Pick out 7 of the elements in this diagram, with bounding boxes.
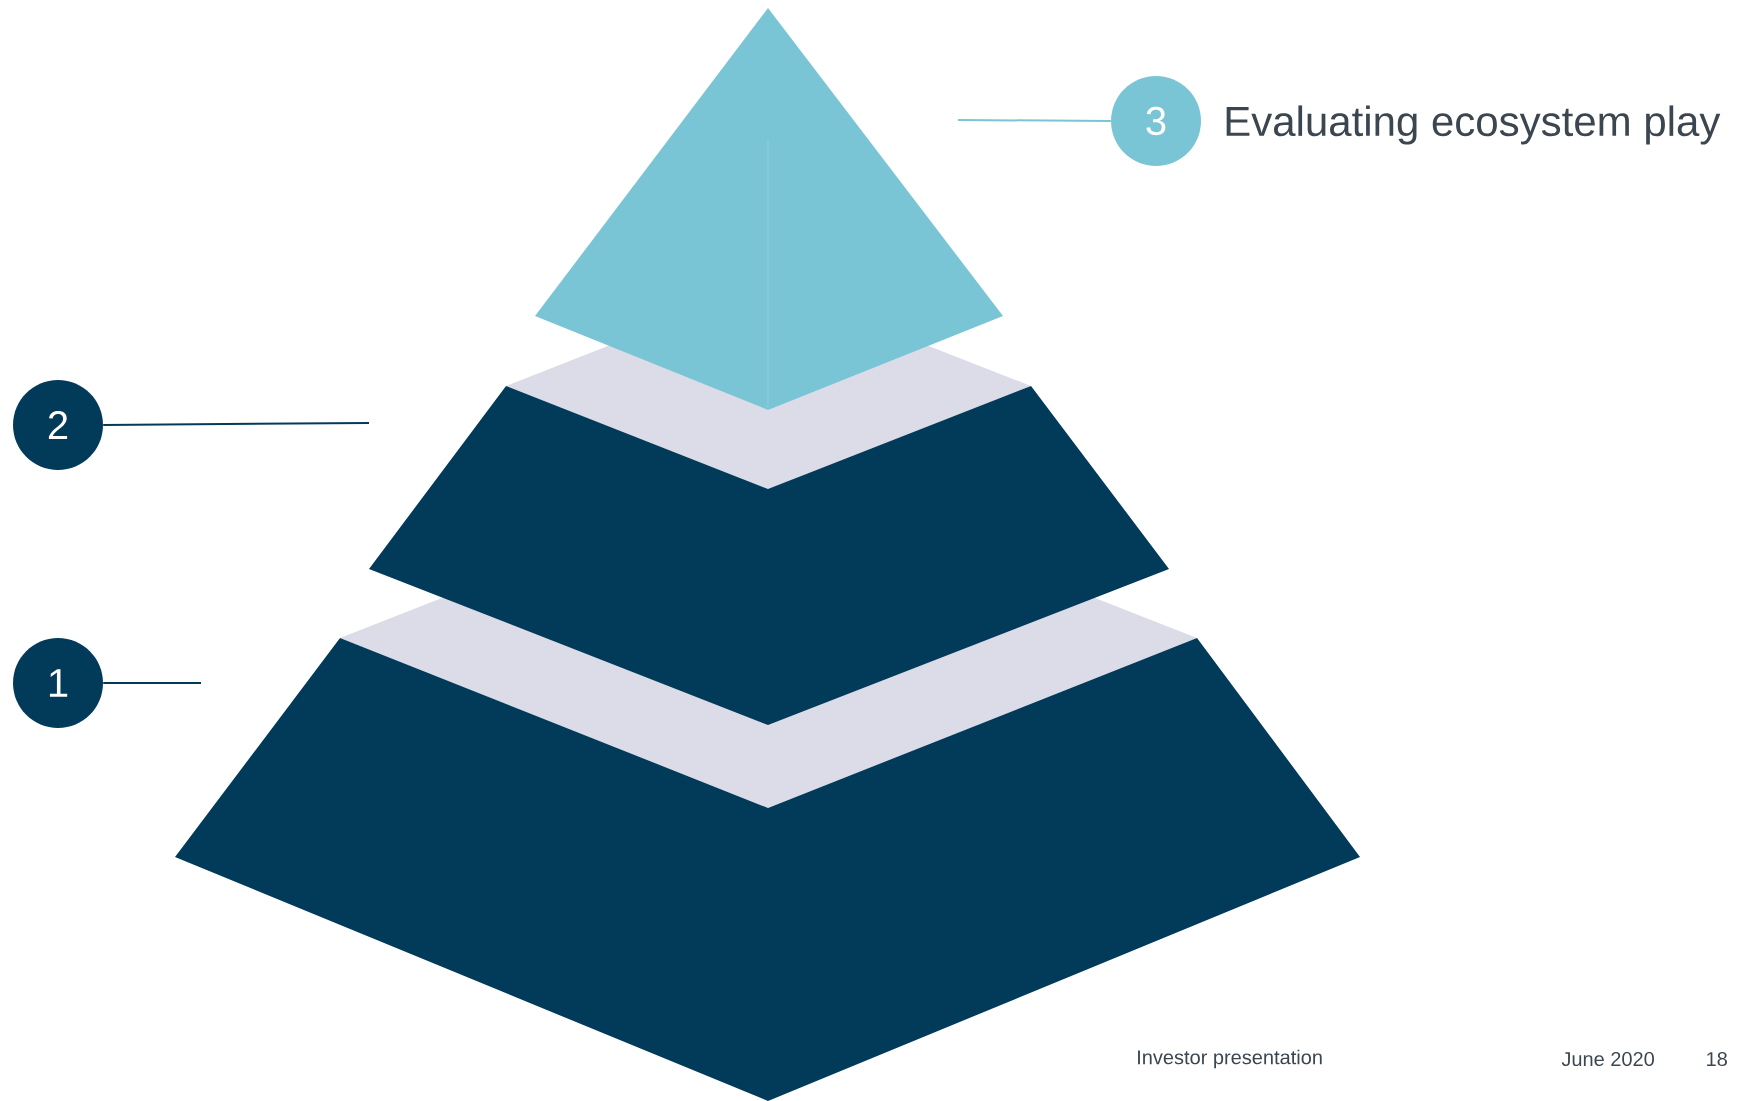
leader-line bbox=[102, 682, 202, 684]
heading: Evaluating ecosystem play bbox=[1226, 105, 1721, 145]
footer-date: June 2020 bbox=[1561, 1051, 1654, 1067]
leader-line bbox=[957, 119, 1112, 122]
leader-line bbox=[102, 422, 370, 426]
page-number: 18 bbox=[1707, 1051, 1727, 1067]
footer-text: Investor presentation bbox=[1138, 1049, 1322, 1069]
